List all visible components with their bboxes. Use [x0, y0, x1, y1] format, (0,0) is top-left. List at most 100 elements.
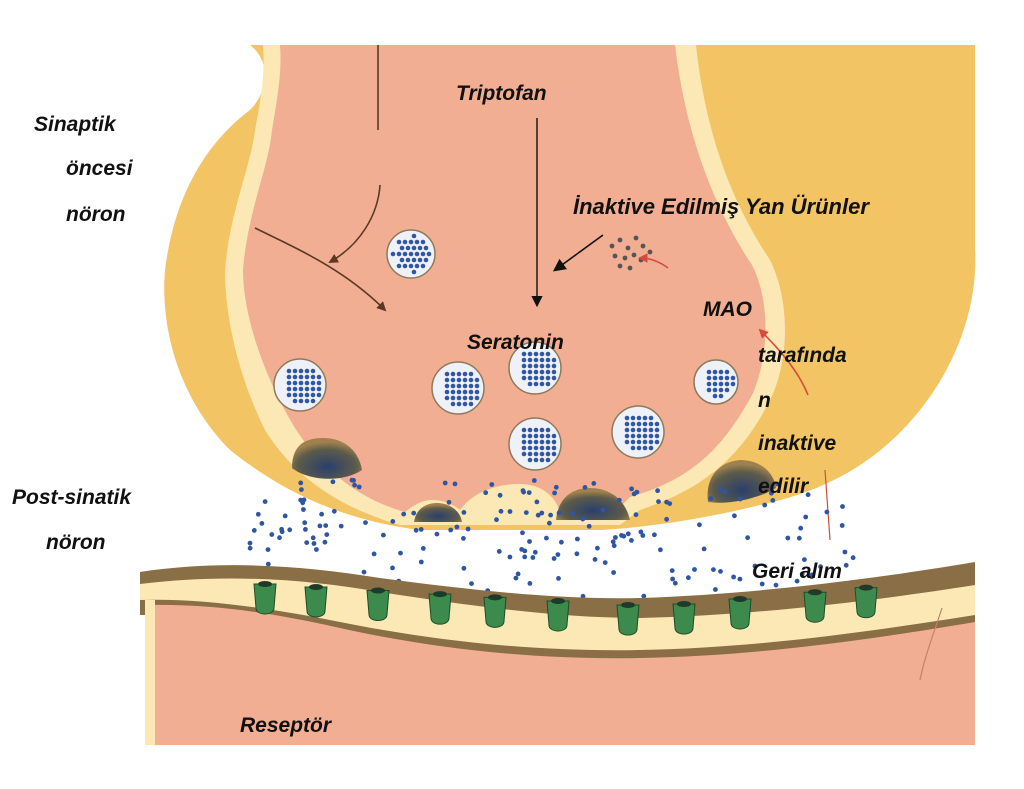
presynaptic-label-line1: Sinaptik [34, 113, 116, 136]
serotonin-molecule [580, 516, 586, 522]
serotonin-molecule [452, 481, 458, 487]
receptor-label: Reseptör [240, 714, 332, 737]
serotonin-molecule [697, 522, 702, 528]
serotonin-molecule [664, 516, 669, 522]
serotonin-molecule [625, 531, 631, 537]
serotonin-molecule [299, 487, 304, 492]
serotonin-molecule [287, 527, 293, 533]
serotonin-molecule [574, 551, 580, 557]
serotonin-molecule [575, 536, 580, 542]
serotonin-molecule [818, 564, 823, 570]
serotonin-molecule [775, 481, 781, 487]
presynaptic-label-line2: öncesi [66, 157, 133, 180]
serotonin-molecule [322, 539, 328, 545]
serotonin-molecule [670, 576, 675, 582]
receptor [428, 591, 452, 625]
serotonin-molecule [548, 512, 553, 518]
receptor [854, 584, 878, 619]
serotonin-molecule [277, 535, 282, 541]
serotonin-molecule [839, 523, 845, 528]
serotonin-molecule [262, 499, 268, 504]
serotonin-molecule [298, 497, 304, 503]
serotonin-molecule [513, 575, 519, 581]
serotonin-molecule [631, 491, 637, 497]
receptor [546, 597, 570, 632]
serotonin-molecule [390, 565, 395, 571]
serotonin-molecule [600, 507, 606, 513]
serotonin-molecule [469, 581, 474, 586]
serotonin-molecule [555, 552, 561, 557]
receptor [253, 581, 277, 615]
inactive-products-label: İnaktive Edilmiş Yan Ürünler [573, 194, 869, 219]
vesicle [693, 359, 739, 405]
serotonin-molecule [656, 499, 661, 504]
postsynaptic-membrane [140, 578, 975, 651]
serotonin-molecule [722, 489, 728, 495]
serotonin-molecule [595, 545, 600, 551]
serotonin-molecule [454, 524, 460, 530]
serotonin-molecule [489, 482, 495, 487]
serotonin-molecule [351, 478, 356, 483]
fusion-pocket [292, 438, 362, 479]
serotonin-molecule [532, 549, 538, 555]
serotonin-molecule [527, 539, 532, 544]
serotonin-molecule [515, 571, 521, 577]
serotonin-molecule [619, 533, 624, 538]
serotonin-molecule [613, 535, 618, 540]
serotonin-molecule [317, 523, 323, 529]
serotonin-molecule [527, 581, 533, 586]
serotonin-molecule [633, 512, 639, 518]
serotonin-molecule [658, 547, 663, 553]
vesicle [273, 358, 327, 412]
serotonin-molecule [530, 555, 536, 560]
serotonin-molecule [641, 593, 647, 599]
serotonin-molecule [544, 535, 549, 541]
serotonin-molecule [547, 520, 552, 526]
reuptake-label: Geri alım [752, 560, 842, 583]
serotonin-molecule [526, 490, 532, 495]
serotonin-molecule [398, 550, 403, 556]
serotonin-molecule [413, 527, 419, 533]
serotonin-molecule [638, 529, 644, 535]
serotonin-molecule [655, 488, 660, 494]
tryptophan-label: Triptofan [456, 82, 547, 105]
serotonin-molecule [580, 593, 586, 599]
serotonin-molecule [796, 535, 802, 541]
serotonin-molecule [842, 549, 848, 555]
serotonin-molecule [279, 526, 284, 532]
serotonin-molecule [319, 511, 324, 517]
serotonin-molecule [519, 547, 525, 552]
serotonin-molecule [794, 578, 800, 584]
serotonin-molecule [773, 582, 779, 588]
serotonin-molecule [363, 520, 368, 525]
serotonin-molecule [559, 539, 564, 545]
serotonin-molecule [259, 521, 265, 526]
serotonin-molecule [701, 546, 707, 552]
serotonin-molecule [798, 525, 804, 531]
serotonin-molecule [731, 574, 736, 580]
mao-label-line4: inaktive [758, 432, 837, 455]
receptors [253, 581, 878, 636]
serotonin-molecule [338, 523, 344, 529]
serotonin-molecule [418, 527, 424, 532]
serotonin-molecule [602, 560, 608, 565]
serotonin-molecule [616, 497, 622, 503]
serotonin-molecule [496, 549, 502, 554]
serotonin-molecule [255, 511, 261, 517]
receptor [366, 587, 390, 622]
serotonin-molecule [582, 485, 588, 490]
serotonin-molecule [461, 510, 467, 515]
receptor [672, 601, 696, 635]
serotonin-molecule [803, 514, 809, 520]
serotonin-molecule [556, 510, 562, 516]
serotonin-molecule [311, 541, 317, 546]
serotonin-molecule [732, 513, 737, 519]
serotonin-molecule [494, 517, 499, 523]
vesicle [508, 417, 562, 471]
serotonin-molecule [298, 480, 304, 486]
serotonin-molecule [850, 555, 856, 561]
serotonin-molecule [301, 507, 306, 512]
serotonin-molecule [303, 527, 308, 532]
serotonin-molecule [840, 504, 845, 509]
